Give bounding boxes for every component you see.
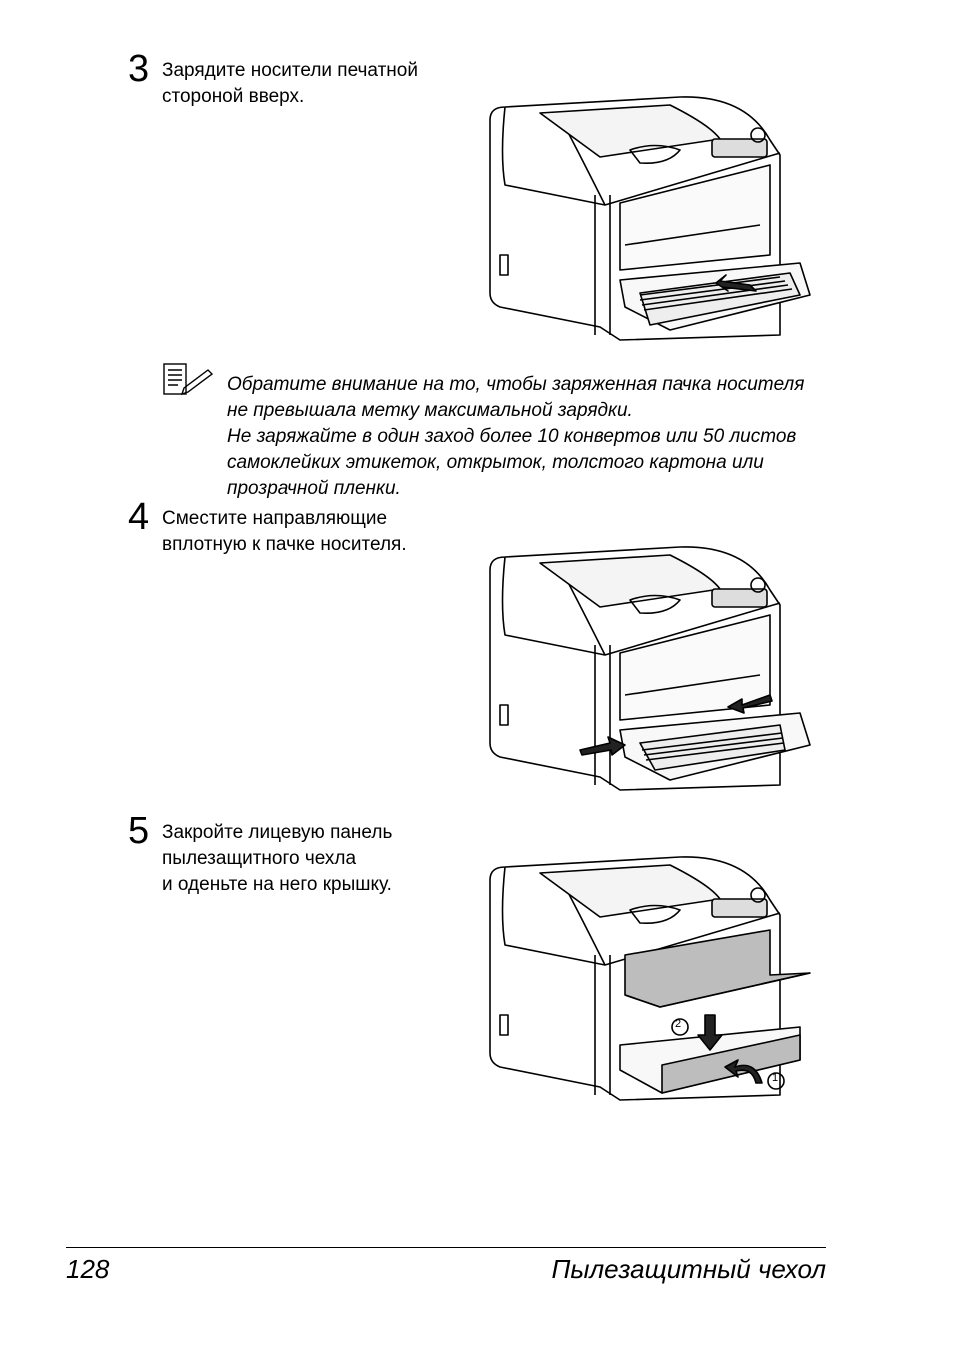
- step-number: 4: [128, 496, 150, 538]
- callout-1-label: 1: [772, 1072, 779, 1084]
- step-instruction: Сместите направляющие вплотную к пачке н…: [162, 506, 462, 558]
- printer-illustration-close-cover: 2 1: [480, 855, 820, 1105]
- note-line: прозрачной пленки.: [227, 478, 401, 499]
- section-title: Пылезащитный чехол: [551, 1254, 826, 1284]
- note-line: Не заряжайте в один заход более 10 конве…: [227, 426, 797, 447]
- step-line: стороной вверх.: [162, 86, 305, 107]
- step-line: вплотную к пачке носителя.: [162, 534, 407, 555]
- note-pencil-icon: [163, 363, 214, 396]
- step-line: Зарядите носители печатной: [162, 60, 418, 81]
- printer-illustration-load-media: [489, 96, 811, 341]
- step-line: Сместите направляющие: [162, 508, 388, 529]
- page-number: 128: [66, 1254, 110, 1284]
- callout-2-label: 2: [675, 1018, 682, 1030]
- note-line: не превышала метку максимальной зарядки.: [227, 400, 633, 421]
- step-line: и оденьте на него крышку.: [162, 874, 392, 895]
- footer-divider: [66, 1247, 826, 1248]
- printer-drawing: [489, 856, 811, 1101]
- step-line: пылезащитного чехла: [162, 848, 357, 869]
- note-line: самоклейких этикеток, открыток, толстого…: [227, 452, 764, 473]
- step-instruction: Закройте лицевую панель пылезащитного че…: [162, 820, 462, 898]
- step-number: 5: [128, 810, 150, 852]
- printer-illustration-adjust-guides: [489, 546, 811, 791]
- note-line: Обратите внимание на то, чтобы заряженна…: [227, 374, 805, 395]
- note-text: Обратите внимание на то, чтобы заряженна…: [227, 372, 804, 502]
- step-instruction: Зарядите носители печатной стороной ввер…: [162, 58, 462, 110]
- step-line: Закройте лицевую панель: [162, 822, 393, 843]
- step-number: 3: [128, 48, 150, 90]
